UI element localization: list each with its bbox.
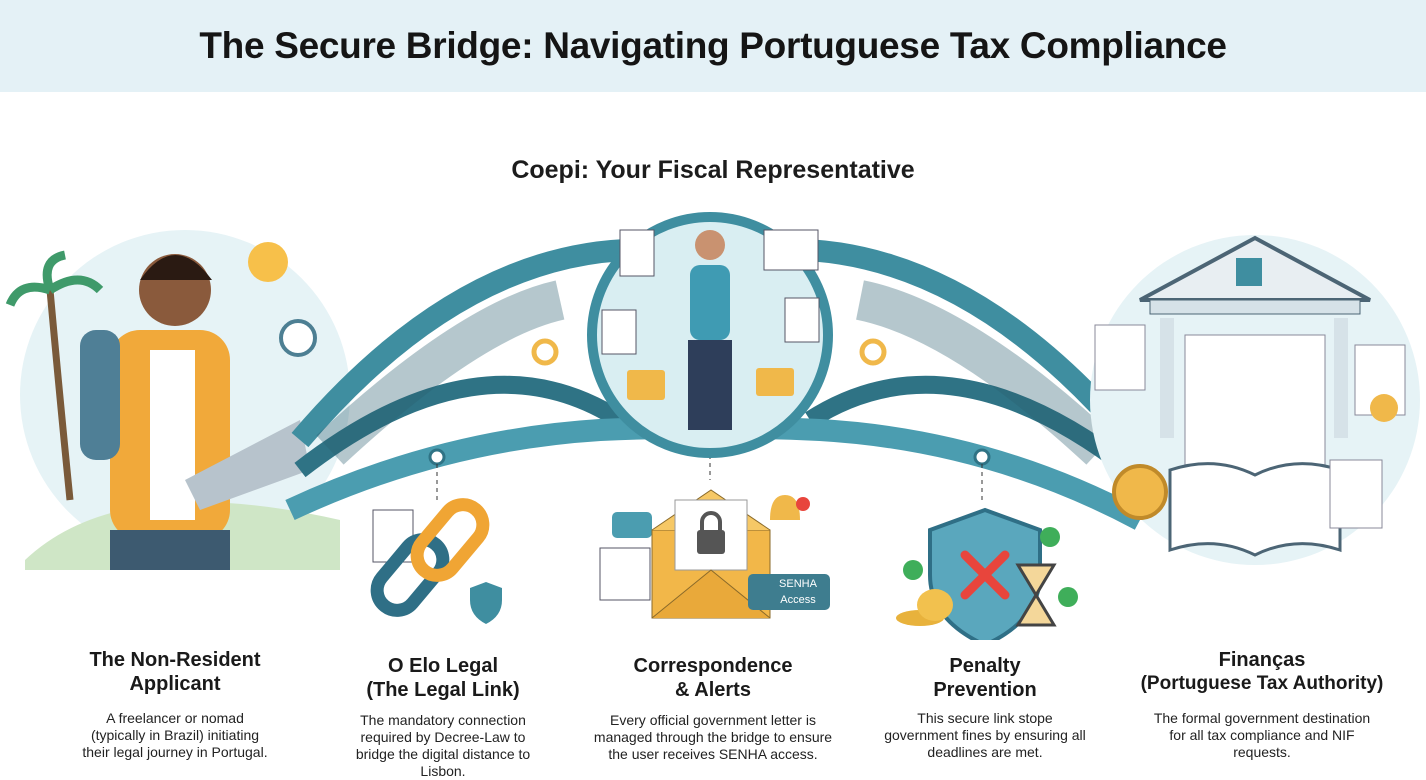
chat-bubble-icon [612,512,652,538]
laptop-icon [185,420,310,510]
x-mark-icon [960,550,1010,600]
representative-person [690,265,730,340]
column-description: This secure link stope government fines … [884,710,1086,760]
column-title: Penalty [949,655,1021,677]
badge-line1: SENHA [779,578,817,590]
hourglass-icon [1015,563,1057,627]
column-title: Correspondence [633,655,793,677]
column-title: Finanças [1218,649,1306,671]
column-description: The formal government destination for al… [1153,710,1371,760]
column-title: (The Legal Link) [366,679,520,701]
certificate-icon [1094,324,1146,391]
browser-window-icon [763,229,819,271]
check-icon [903,560,923,580]
column-description: Every official government letter is mana… [593,712,833,762]
title-banner: The Secure Bridge: Navigating Portuguese… [0,0,1426,92]
page-title: The Secure Bridge: Navigating Portuguese… [199,25,1227,66]
column-penalty-prevention: Penalty Prevention This secure link stop… [850,654,1120,761]
document-icon [619,229,655,277]
folder-icon [627,370,665,400]
applicant-scene [5,230,350,570]
badge-line2: Access [780,594,816,606]
official-seal-icon [1112,464,1168,520]
column-description: A freelancer or nomad (typically in Braz… [82,710,268,760]
shield-check-icon [470,582,502,624]
column-title: (Portuguese Tax Authority) [1140,673,1384,694]
column-title: Applicant [129,673,221,695]
column-description: The mandatory connection required by Dec… [355,712,531,779]
lock-icon [697,530,725,554]
bridge [285,238,1146,530]
bridge-illustration [5,212,1420,640]
column-title: Prevention [933,679,1037,701]
column-applicant: The Non-Resident Applicant A freelancer … [40,648,310,761]
column-legal-link: O Elo Legal (The Legal Link) The mandato… [308,654,578,780]
open-book-icon [1168,462,1342,557]
bell-icon [770,495,800,520]
check-icon [1058,587,1078,607]
column-title: The Non-Resident [89,649,261,671]
compass-icon [279,319,317,357]
palm-tree-icon [46,289,74,501]
column-title: O Elo Legal [387,655,499,677]
check-icon [1040,527,1060,547]
sun-icon [248,242,288,282]
folder-icon [756,368,794,396]
senha-access-badge: SENHA Access [748,574,830,610]
document-check-icon [784,297,820,343]
bridge-subtitle: Coepi: Your Fiscal Representative [511,156,915,184]
penalty-shield-icon [896,507,1078,640]
document-icon [601,309,637,355]
chain-link-icon [370,498,502,624]
column-correspondence: Correspondence & Alerts Every official g… [578,654,848,763]
financas-building-scene [1090,235,1420,565]
column-financas: Finanças (Portuguese Tax Authority) The … [1127,648,1397,761]
column-title: & Alerts [675,679,751,701]
certificate-icon [1329,459,1383,529]
fiscal-representative-hub [587,212,833,458]
backpack-icon [80,330,120,460]
alert-badge [796,497,810,511]
